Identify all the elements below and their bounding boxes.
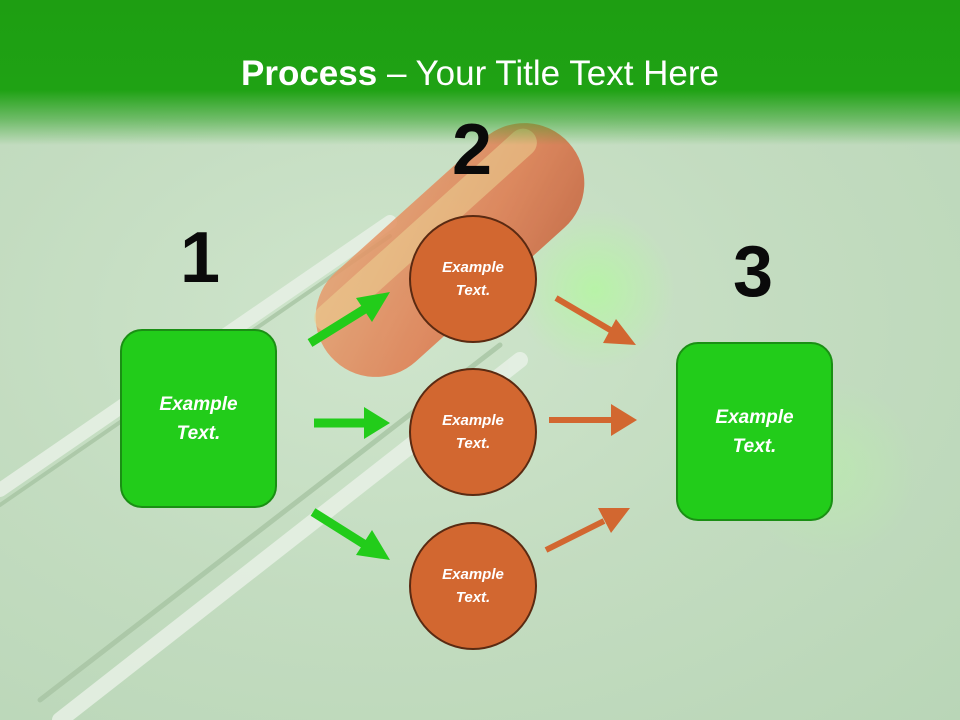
step-number-3: 3 — [732, 232, 774, 312]
step-number-1: 1 — [179, 218, 221, 298]
title-rest: – Your Title Text Here — [377, 54, 719, 93]
circle-top-line2: Text. — [455, 282, 491, 299]
arrow-top-circle-to-right — [554, 295, 636, 345]
circle-middle[interactable]: Example Text. — [409, 368, 537, 496]
arrow-left-to-top-circle — [307, 292, 390, 347]
title-bar — [0, 0, 960, 145]
arrow-left-to-bottom-circle — [310, 508, 390, 560]
arrow-middle-circle-to-right — [549, 404, 637, 436]
circle-bottom-line1: Example — [442, 566, 504, 583]
left-box[interactable]: Example Text. — [120, 329, 277, 508]
right-box[interactable]: Example Text. — [676, 342, 833, 521]
step-number-2: 2 — [451, 110, 493, 190]
circle-top[interactable]: Example Text. — [409, 215, 537, 343]
orange-arrows — [544, 295, 637, 553]
circle-bottom-line2: Text. — [455, 589, 491, 606]
title-bold: Process — [241, 54, 378, 93]
left-box-line2: Text. — [176, 422, 221, 444]
arrow-left-to-middle-circle — [314, 407, 390, 439]
circle-middle-line2: Text. — [455, 435, 491, 452]
circle-bottom[interactable]: Example Text. — [409, 522, 537, 650]
slide-title: Process – Your Title Text Here — [0, 52, 960, 96]
left-box-line1: Example — [159, 393, 238, 415]
circle-top-line1: Example — [442, 259, 504, 276]
right-box-line1: Example — [715, 406, 794, 428]
circle-middle-line1: Example — [442, 412, 504, 429]
right-box-line2: Text. — [732, 435, 777, 457]
green-arrows — [307, 292, 390, 560]
arrow-bottom-circle-to-right — [544, 508, 630, 553]
